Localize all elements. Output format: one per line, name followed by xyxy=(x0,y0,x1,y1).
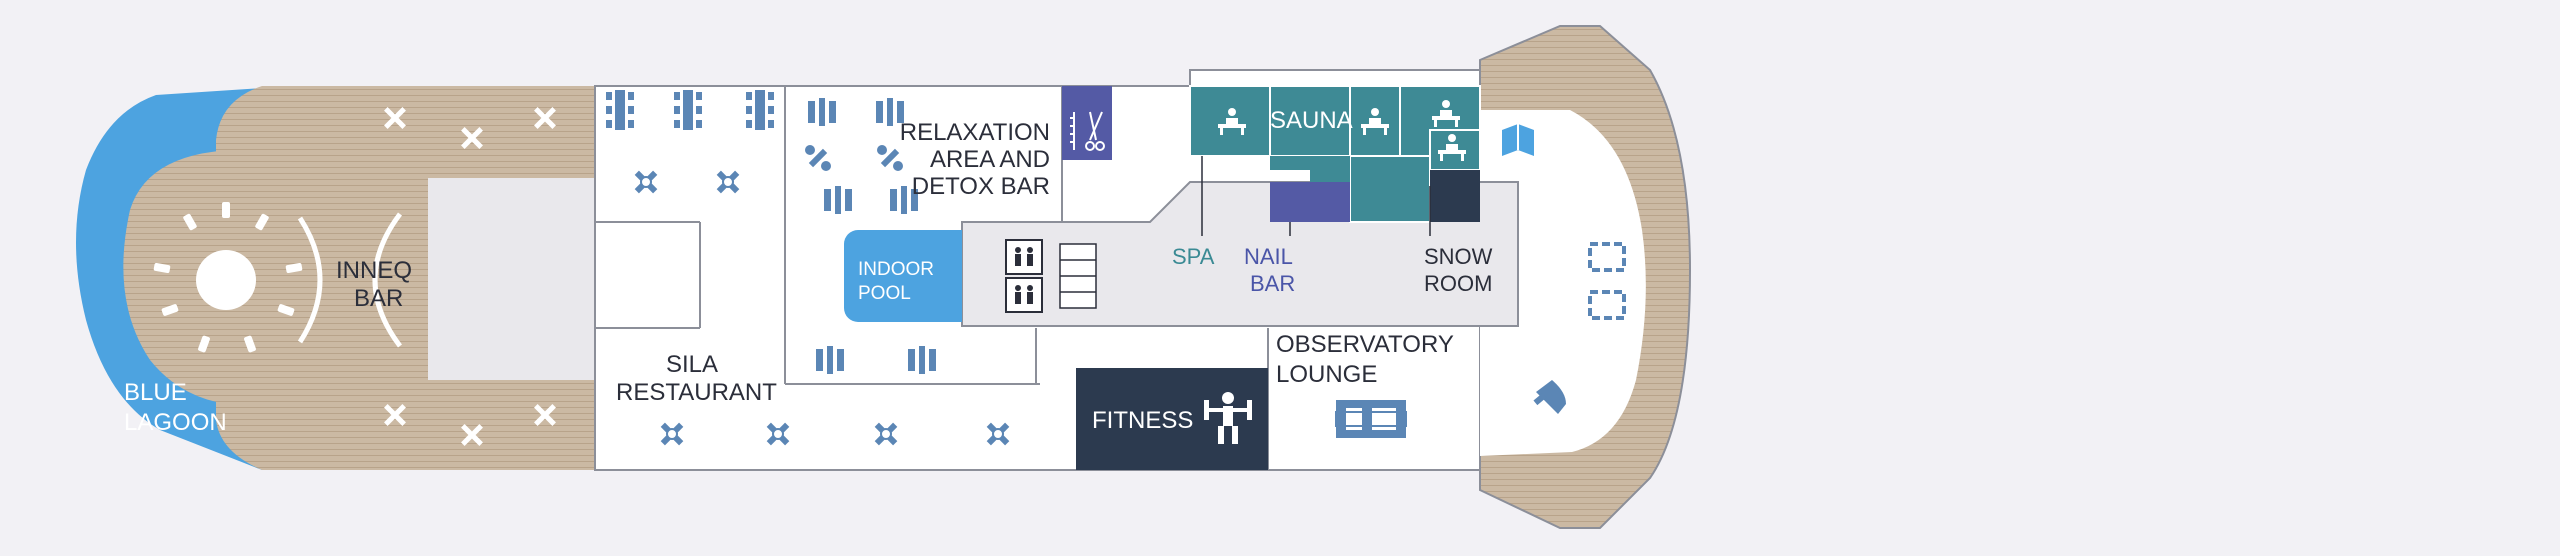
piano-icon xyxy=(1533,380,1566,414)
book-icon xyxy=(1502,124,1534,156)
massage-treatment-icon xyxy=(1432,100,1460,127)
weightlifter-icon xyxy=(1204,392,1252,444)
snow-room[interactable] xyxy=(1430,170,1480,222)
massage-treatment-icon xyxy=(1218,108,1246,135)
bow-lounge xyxy=(1480,110,1646,456)
massage-treatment-icon xyxy=(1361,108,1389,135)
label-spa: SPA xyxy=(1172,244,1215,269)
elevator-icon xyxy=(1005,239,1043,313)
callout-lines xyxy=(1201,156,1431,236)
stairs-icon xyxy=(1059,243,1097,309)
spa-lower-room[interactable] xyxy=(1349,155,1431,223)
observatory-seating xyxy=(1335,400,1407,438)
label-sauna: SAUNA xyxy=(1270,107,1353,134)
scissors-comb-icon xyxy=(1070,111,1105,151)
label-fitness: FITNESS xyxy=(1092,407,1193,434)
inneq-round-bar xyxy=(153,202,402,353)
nail-bar-room[interactable] xyxy=(1270,182,1350,222)
bow-seating xyxy=(1588,242,1626,320)
massage-treatment-icon xyxy=(1438,134,1466,161)
aft-open-area xyxy=(428,178,596,380)
spa-treatment-room-2[interactable] xyxy=(1349,85,1401,157)
